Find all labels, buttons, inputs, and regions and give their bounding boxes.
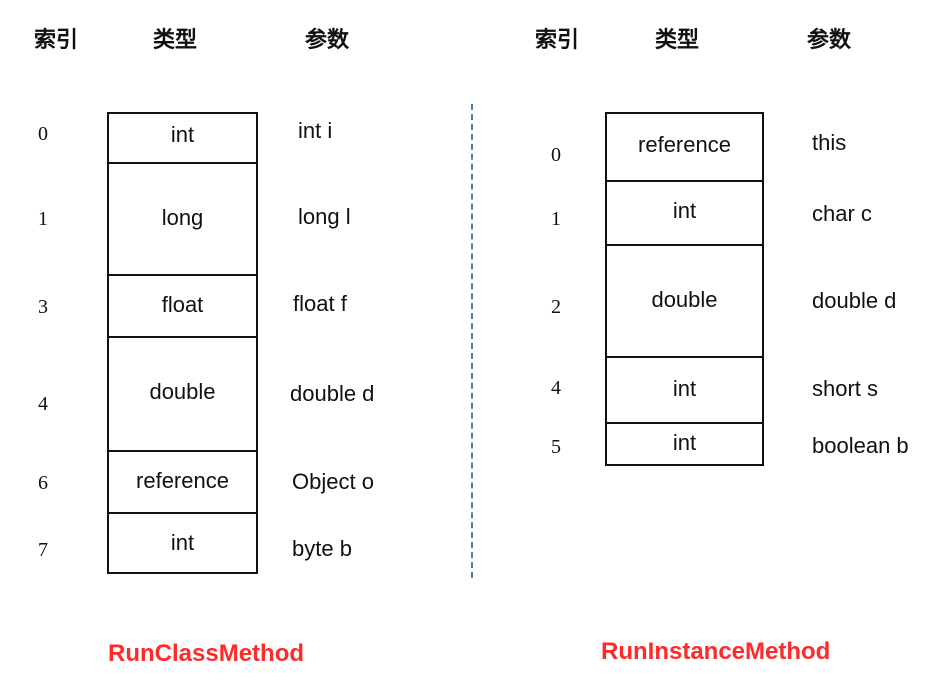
class-param-3: float f	[293, 291, 347, 316]
instance-method-slot-stack: reference int double int int	[605, 112, 764, 466]
header-type-right: 类型	[655, 28, 700, 53]
caption-run-class-method: RunClassMethod	[108, 640, 305, 667]
class-slot-1-type: long	[161, 205, 204, 230]
class-index-4: 4	[38, 393, 48, 415]
header-param-left: 参数	[305, 28, 350, 53]
instance-index-5: 5	[551, 436, 561, 458]
class-param-0: int i	[298, 118, 333, 143]
class-param-4: double d	[290, 381, 375, 406]
instance-param-5: boolean b	[812, 433, 909, 458]
instance-slot-0: reference	[607, 114, 762, 180]
class-index-7: 7	[38, 539, 48, 561]
instance-slot-5: int	[607, 422, 762, 464]
class-index-0: 0	[38, 123, 48, 145]
instance-param-0: this	[812, 130, 847, 155]
class-slot-4-type: double	[149, 379, 216, 404]
class-slot-7-type: int	[170, 530, 195, 555]
class-slot-3-type: float	[161, 292, 204, 317]
class-param-7: byte b	[292, 536, 352, 561]
header-param-right: 参数	[807, 28, 852, 53]
instance-param-2: double d	[812, 288, 897, 313]
class-slot-1: long	[109, 162, 256, 274]
header-index-right: 索引	[535, 28, 580, 53]
instance-param-4: short s	[812, 376, 879, 401]
instance-slot-5-type: int	[672, 430, 697, 455]
class-param-1: long l	[298, 204, 351, 229]
instance-index-4: 4	[551, 377, 561, 399]
caption-run-instance-method: RunInstanceMethod	[601, 638, 831, 665]
instance-index-0: 0	[551, 144, 561, 166]
class-slot-6: reference	[109, 450, 256, 512]
instance-index-2: 2	[551, 296, 561, 318]
class-slot-7: int	[109, 512, 256, 572]
class-slot-0-type: int	[170, 122, 195, 147]
class-slot-6-type: reference	[136, 468, 229, 493]
class-slot-3: float	[109, 274, 256, 336]
instance-slot-4: int	[607, 356, 762, 422]
class-index-1: 1	[38, 208, 48, 230]
instance-slot-2-type: double	[651, 287, 718, 312]
class-method-slot-stack: int long float double reference int	[107, 112, 258, 574]
instance-slot-1: int	[607, 180, 762, 244]
instance-slot-2: double	[607, 244, 762, 356]
instance-slot-4-type: int	[672, 376, 697, 401]
header-index-left: 索引	[34, 28, 79, 53]
header-type-left: 类型	[153, 28, 198, 53]
class-index-6: 6	[38, 472, 48, 494]
class-index-3: 3	[38, 296, 48, 318]
instance-param-1: char c	[812, 201, 872, 226]
instance-index-1: 1	[551, 208, 561, 230]
class-slot-0: int	[109, 114, 256, 162]
section-divider	[471, 104, 473, 578]
instance-slot-1-type: int	[672, 198, 697, 223]
class-param-6: Object o	[292, 469, 374, 494]
class-slot-4: double	[109, 336, 256, 450]
instance-slot-0-type: reference	[638, 132, 731, 157]
